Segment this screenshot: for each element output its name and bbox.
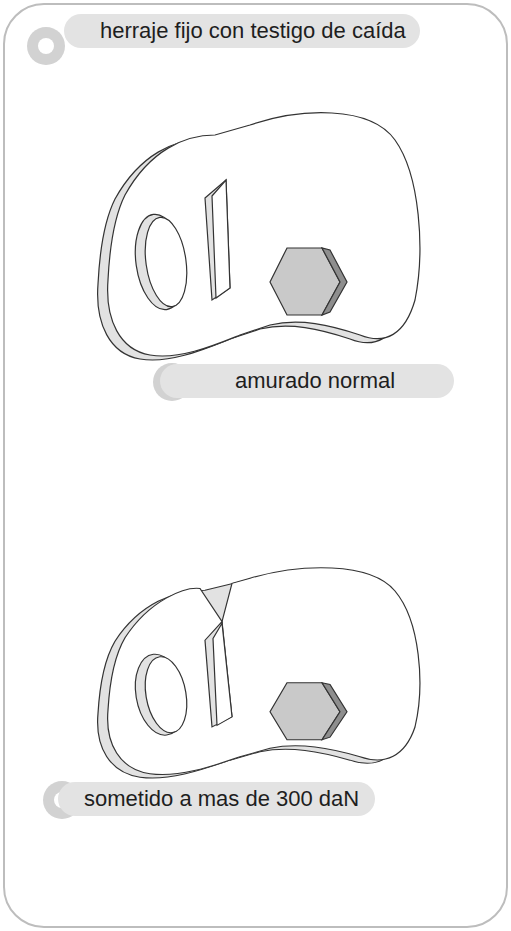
- label-band: herraje fijo con testigo de caída: [64, 14, 420, 48]
- caption-text: sometido a mas de 300 daN: [84, 785, 359, 813]
- hanger-loaded: [98, 568, 420, 778]
- label-band: amurado normal: [160, 364, 454, 398]
- label-band: sometido a mas de 300 daN: [58, 782, 375, 816]
- caption-text: amurado normal: [204, 367, 426, 395]
- label-ring: [27, 27, 191, 819]
- caption-text: herraje fijo con testigo de caída: [100, 17, 406, 45]
- frame: [4, 4, 507, 927]
- hanger-normal: [98, 113, 420, 360]
